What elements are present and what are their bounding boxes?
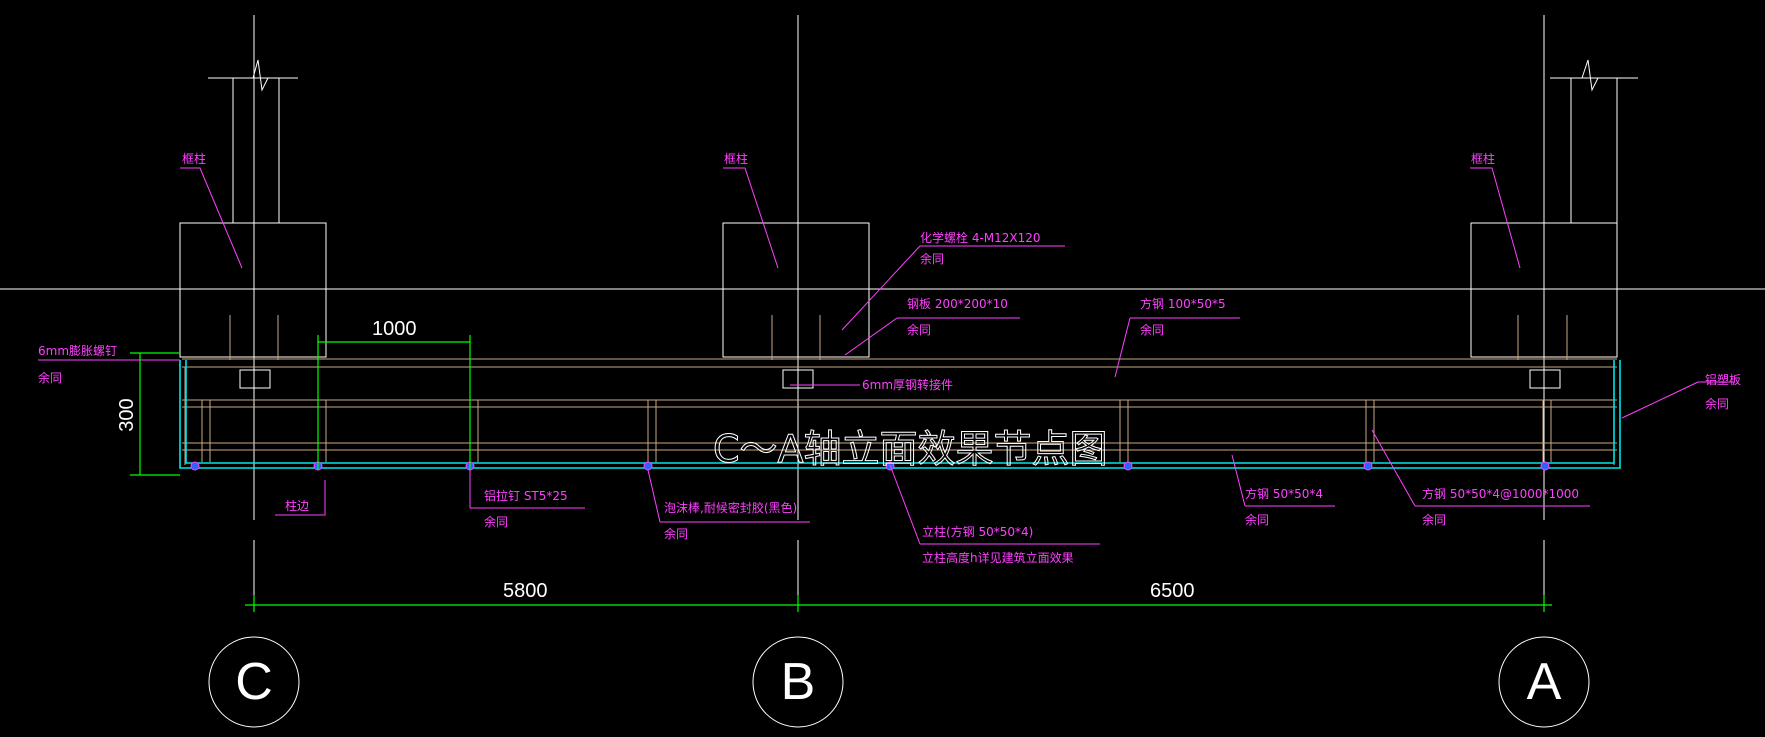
rivet-mark	[190, 461, 200, 471]
axis-bubble-a	[1498, 636, 1590, 728]
svg-text:余同: 余同	[1245, 512, 1269, 527]
axis-bubble-c	[208, 636, 300, 728]
label-tube-small: 方钢 50*50*4	[1245, 486, 1323, 501]
label-tube-grid: 方钢 50*50*4@1000*1000	[1422, 486, 1579, 501]
label-square-tube-top: 方钢 100*50*5	[1140, 296, 1226, 311]
label-alu-plate: 铝塑板	[1705, 372, 1741, 387]
svg-text:余同: 余同	[38, 370, 62, 385]
svg-text:余同: 余同	[907, 322, 931, 337]
dim-300: 300	[116, 398, 138, 431]
axis-label-a: A	[1527, 653, 1562, 711]
label-column-a: 框柱	[1471, 151, 1495, 166]
rivet-mark	[1540, 461, 1550, 471]
dimension-lines	[130, 335, 1552, 612]
label-steel-plate: 钢板 200*200*10	[907, 297, 1008, 311]
axis-label-c: C	[235, 653, 273, 711]
rivet-mark	[1123, 461, 1133, 471]
label-post-note: 立柱高度h详见建筑立面效果	[922, 550, 1074, 565]
svg-text:余同: 余同	[1422, 512, 1446, 527]
svg-text:余同: 余同	[1140, 322, 1164, 337]
svg-text:余同: 余同	[1705, 396, 1729, 411]
axis-bubble-b	[752, 636, 844, 728]
dim-5800: 5800	[503, 580, 548, 602]
svg-text:余同: 余同	[664, 526, 688, 541]
dim-1000: 1000	[372, 318, 417, 340]
column-a	[1470, 59, 1638, 389]
dim-6500: 6500	[1150, 580, 1195, 602]
rivet-mark	[1363, 461, 1373, 471]
leaders	[38, 167, 1735, 545]
label-expansion-screw: 6mm膨胀螺钉	[38, 344, 117, 358]
label-column-b: 框柱	[724, 151, 748, 166]
label-anchor-bolt: 化学螺栓 4-M12X120	[920, 230, 1041, 245]
label-column-c: 框柱	[182, 151, 206, 166]
svg-text:余同: 余同	[920, 251, 944, 266]
column-b	[722, 222, 870, 389]
drawing-title: C～A轴立面效果节点图	[713, 427, 1108, 471]
label-weld-plate: 6mm厚钢转接件	[862, 377, 953, 392]
label-post: 立柱(方钢 50*50*4)	[922, 524, 1033, 539]
aluminium-panel	[179, 360, 1621, 469]
rivet-mark	[643, 461, 653, 471]
svg-text:余同: 余同	[484, 514, 508, 529]
column-c	[179, 59, 327, 389]
label-rivet: 铝拉钉 ST5*25	[484, 488, 568, 503]
label-foam-sealant: 泡沫棒,耐候密封胶(黑色)	[664, 500, 797, 515]
label-column-edge: 柱边	[285, 498, 309, 513]
axis-label-b: B	[781, 653, 816, 711]
